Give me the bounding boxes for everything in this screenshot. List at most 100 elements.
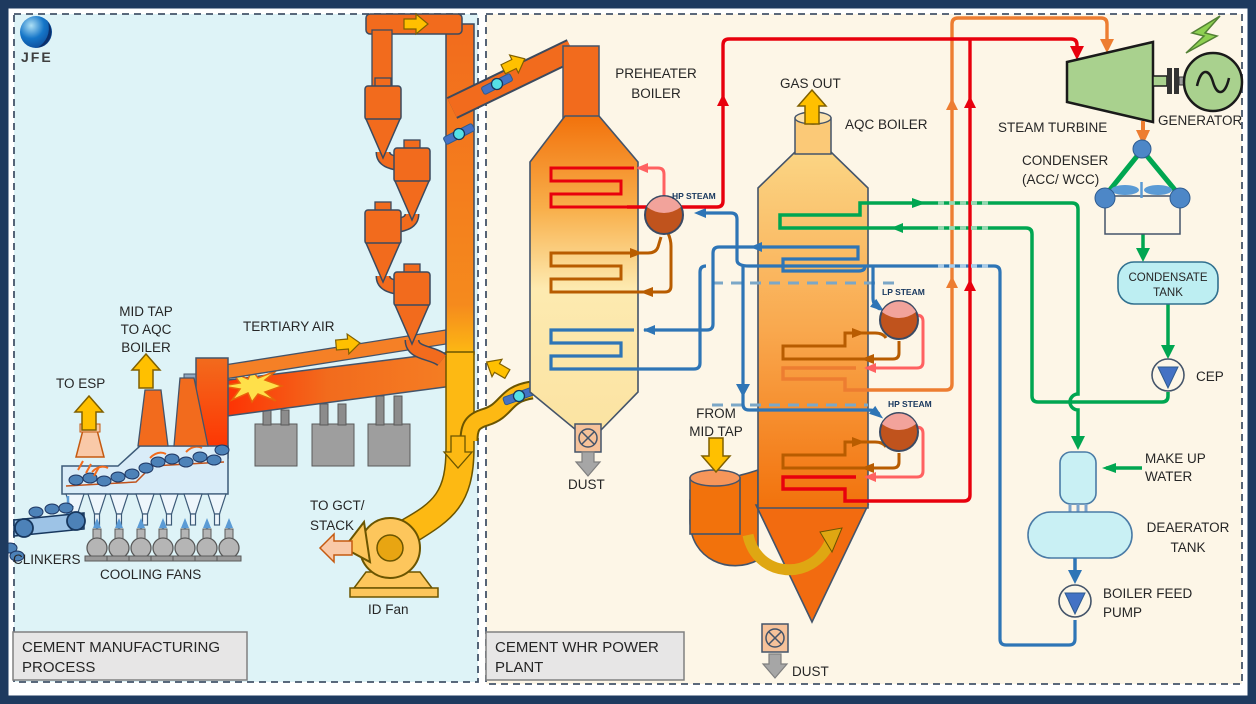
hp-main-steam-line bbox=[627, 37, 1079, 209]
clinkers-label: CLINKERS bbox=[13, 552, 81, 567]
left-title-line-1: CEMENT MANUFACTURING bbox=[22, 639, 220, 656]
deaerator-head bbox=[1059, 451, 1097, 505]
id-fan-hub-icon bbox=[376, 534, 404, 562]
id-fan-outlet bbox=[342, 519, 372, 564]
line-crossings bbox=[938, 201, 988, 268]
hot-air-arrows-icon bbox=[77, 445, 203, 477]
right-title-line-2: PLANT bbox=[495, 659, 543, 676]
hp-steam-line bbox=[627, 37, 1084, 503]
aqc-boiler-label: AQC BOILER bbox=[845, 117, 928, 132]
to-tank-arrow-icon bbox=[1136, 248, 1150, 262]
cep-pump bbox=[1151, 358, 1185, 392]
lp-superheater-and-main bbox=[781, 16, 1109, 392]
hp-drum-arrow-icon bbox=[869, 405, 884, 419]
clinker-conveyor bbox=[2, 502, 86, 562]
make-up-water-label-1: MAKE UP bbox=[1145, 451, 1206, 466]
gas-swirl-arrowhead-icon bbox=[819, 527, 843, 554]
aqc-hp-superheater-and-riser bbox=[781, 39, 972, 503]
feedwater-header bbox=[698, 211, 1077, 647]
jfe-logo: JFE bbox=[20, 16, 53, 65]
hp-evaporator-coil bbox=[781, 440, 851, 470]
aqc-hp-steam-drum bbox=[879, 412, 919, 452]
generator-sine-icon bbox=[1195, 70, 1231, 94]
bfp-suction-arrow-icon bbox=[1068, 570, 1082, 584]
ph-hp-steam-drum bbox=[644, 195, 684, 235]
hp-feed-down-arrow-icon bbox=[736, 384, 750, 397]
gas-out-label: GAS OUT bbox=[780, 76, 841, 91]
condenser-node bbox=[1169, 187, 1191, 209]
condensate-piping bbox=[778, 201, 1170, 470]
kiln-pier bbox=[311, 423, 355, 467]
section-title-boxes: CEMENT MANUFACTURING PROCESS CEMENT WHR … bbox=[12, 631, 685, 681]
condenser-frame bbox=[1103, 148, 1182, 198]
ph-drum-steam-line bbox=[638, 166, 666, 196]
deaerator-connectors bbox=[1068, 504, 1088, 512]
coupling-disc-icon bbox=[1174, 68, 1179, 94]
mid-tap-duct bbox=[137, 389, 169, 447]
hp-up-arrow-icon bbox=[964, 279, 976, 291]
coil-outlet-arrow-icon bbox=[912, 198, 926, 208]
mid-tap-label-3: BOILER bbox=[121, 340, 171, 355]
ph-hp-steam-label: HP STEAM bbox=[672, 191, 716, 201]
riser-duct bbox=[445, 23, 475, 355]
ph-evaporator-coil bbox=[549, 251, 627, 294]
steam-turbine bbox=[1065, 40, 1155, 124]
ph-boiler-inlet-neck bbox=[562, 45, 600, 119]
id-fan-label: ID Fan bbox=[368, 602, 409, 617]
aqc-lp-steam-drum bbox=[879, 300, 919, 340]
fan-base bbox=[349, 587, 439, 598]
hp-up-arrow-icon bbox=[964, 96, 976, 108]
hp-turbine-inlet-arrow-icon bbox=[1070, 46, 1084, 60]
kiln-rollers bbox=[262, 395, 403, 426]
mid-tap-label-2: TO AQC bbox=[121, 322, 172, 337]
lp-up-arrow-icon bbox=[946, 276, 958, 288]
ph-riser bbox=[627, 236, 663, 255]
saturated-steam-arrows bbox=[636, 163, 876, 482]
exhaust-arrow-icon bbox=[1136, 130, 1150, 145]
condenser-label-2: (ACC/ WCC) bbox=[1022, 172, 1099, 187]
ph-economizer-coil bbox=[549, 264, 707, 371]
saturated-steam-lines bbox=[638, 166, 925, 479]
cooler-vents bbox=[74, 353, 209, 458]
condensate-tank bbox=[1117, 261, 1219, 305]
boiler-feed-pump-label-1: BOILER FEED bbox=[1103, 586, 1193, 601]
ph-downcomer bbox=[627, 232, 673, 294]
steam-turbine-generator bbox=[1065, 15, 1244, 124]
kiln-pier bbox=[367, 423, 411, 467]
lp-evaporator-coil bbox=[781, 331, 851, 361]
steam-turbine-label: STEAM TURBINE bbox=[998, 120, 1107, 135]
condensate-tank-label-2: TANK bbox=[1153, 287, 1183, 299]
makeup-arrow-icon bbox=[1102, 463, 1116, 473]
to-gct-label-1: TO GCT/ bbox=[310, 498, 365, 513]
condenser bbox=[1094, 121, 1191, 235]
jfe-crescent-icon bbox=[37, 22, 52, 48]
coil-inlet-arrow-icon bbox=[891, 223, 903, 233]
ph-eco-inlet-arrow-icon bbox=[643, 325, 655, 335]
condensate-arrows bbox=[891, 198, 1175, 473]
right-title-line-1: CEMENT WHR POWER bbox=[495, 639, 659, 656]
turbine-shaft bbox=[1152, 75, 1168, 87]
mid-tap-label-1: MID TAP bbox=[119, 304, 173, 319]
condenser-label-1: CONDENSER bbox=[1022, 153, 1109, 168]
evaporator-arrows bbox=[630, 248, 874, 473]
ph-drum-feed-arrow-icon bbox=[694, 208, 706, 218]
hp-up-arrow-icon bbox=[717, 94, 729, 106]
labels: TO ESP MID TAP TO AQC BOILER TERTIARY AI… bbox=[13, 66, 1243, 679]
lp-drum-steam-line bbox=[866, 313, 925, 370]
lp-steam-label: LP STEAM bbox=[882, 287, 925, 297]
preheater-tower bbox=[364, 13, 578, 544]
feedwater-arrows bbox=[643, 208, 1082, 584]
coupling-disc-icon bbox=[1167, 68, 1172, 94]
lp-downcomer bbox=[851, 341, 901, 361]
boiler-feed-pump bbox=[1058, 584, 1092, 618]
mid-tap-duct-2 bbox=[173, 377, 209, 447]
jfe-logo-text: JFE bbox=[21, 49, 53, 65]
hp-drum-steam-line bbox=[866, 425, 925, 479]
preheater-boiler-label-2: BOILER bbox=[631, 86, 681, 101]
aqc-hp-steam-label: HP STEAM bbox=[888, 399, 932, 409]
condenser-fan-blade-icon bbox=[1111, 185, 1139, 195]
deaerator-label-2: TANK bbox=[1170, 540, 1205, 555]
generator-label: GENERATOR bbox=[1158, 113, 1243, 128]
jfe-ball-icon bbox=[20, 16, 52, 48]
